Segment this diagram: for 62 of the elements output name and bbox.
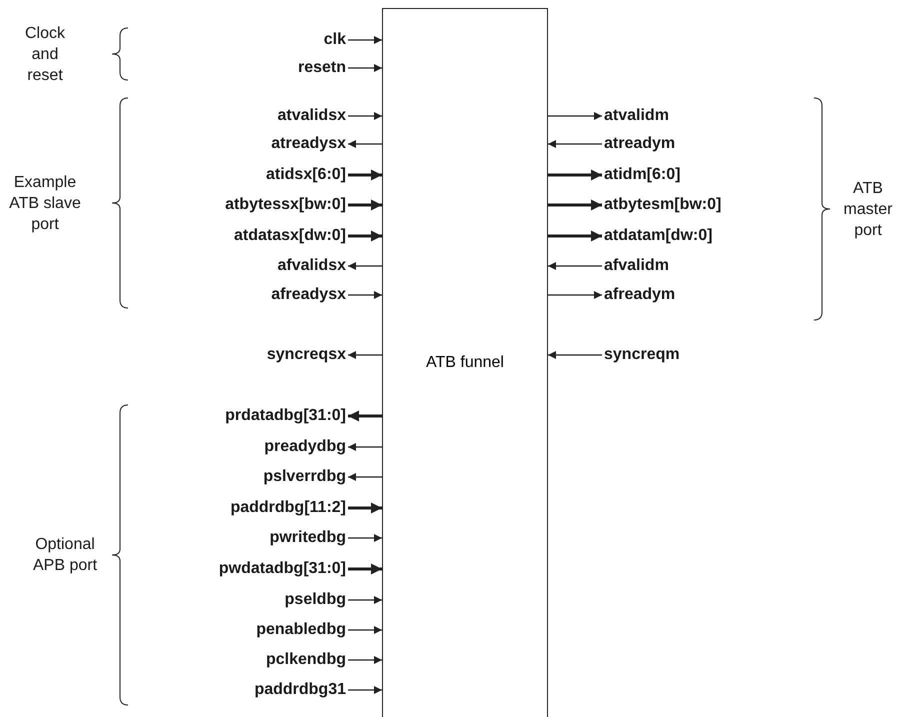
signal-name: pwdatadbg[31:0] <box>218 559 346 579</box>
signal-name: resetn <box>298 58 346 78</box>
signal-name: penabledbg <box>256 620 346 640</box>
arrow <box>548 291 602 299</box>
arrow <box>348 686 382 694</box>
signal-name: atidm[6:0] <box>604 165 680 185</box>
signal-name: atdatam[dw:0] <box>604 226 712 246</box>
signal-name: atbytesm[bw:0] <box>604 195 722 215</box>
arrow <box>348 140 382 148</box>
arrow <box>348 534 382 542</box>
arrow <box>348 564 382 574</box>
signal-name: atidsx[6:0] <box>266 165 346 185</box>
arrow <box>348 230 382 242</box>
signal-name: atvalidm <box>604 106 669 126</box>
arrow <box>348 200 382 210</box>
group-label: ATB master port <box>842 178 894 240</box>
signal-name: clk <box>324 30 346 50</box>
signal-name: afreadym <box>604 285 676 305</box>
signal-name: afvalidm <box>604 256 669 276</box>
arrow <box>548 170 602 180</box>
arrow <box>348 410 382 422</box>
arrow <box>348 64 382 72</box>
signal-name: pseldbg <box>284 590 346 610</box>
arrow <box>548 112 602 120</box>
group-label: Example ATB slave port <box>8 172 82 234</box>
group-label: Clock and reset <box>24 24 66 86</box>
arrow <box>348 656 382 664</box>
block-box <box>382 8 548 717</box>
arrow <box>348 596 382 604</box>
signal-name: syncreqsx <box>266 345 346 365</box>
signal-name: pclkendbg <box>266 650 346 670</box>
signal-name: paddrdbg[11:2] <box>230 498 346 518</box>
arrow <box>348 36 382 44</box>
arrow <box>348 626 382 634</box>
signal-name: afreadysx <box>271 285 346 305</box>
arrow <box>348 170 382 180</box>
signal-name: preadydbg <box>264 437 346 457</box>
signal-name: paddrdbg31 <box>254 680 346 700</box>
signal-name: atbytessx[bw:0] <box>225 195 346 215</box>
signal-name: atreadym <box>604 134 676 154</box>
group-label: Optional APB port <box>32 535 98 576</box>
arrow <box>348 262 382 270</box>
arrow <box>348 473 382 481</box>
signal-name: atreadysx <box>271 134 346 154</box>
arrow <box>548 140 602 148</box>
arrow <box>348 502 382 514</box>
signal-name: pslverrdbg <box>263 467 346 487</box>
signal-name: prdatadbg[31:0] <box>225 406 346 426</box>
block-label: ATB funnel <box>425 354 505 372</box>
signal-name: atvalidsx <box>278 106 346 126</box>
arrow <box>348 443 382 451</box>
arrow <box>548 262 602 270</box>
arrow <box>548 351 602 359</box>
signal-name: syncreqm <box>604 345 680 365</box>
arrow <box>348 112 382 120</box>
arrow <box>548 200 602 210</box>
arrow <box>348 291 382 299</box>
signal-name: atdatasx[dw:0] <box>234 226 346 246</box>
arrow <box>348 351 382 359</box>
signal-name: pwritedbg <box>270 528 346 548</box>
arrow <box>548 230 602 242</box>
signal-name: afvalidsx <box>278 256 346 276</box>
